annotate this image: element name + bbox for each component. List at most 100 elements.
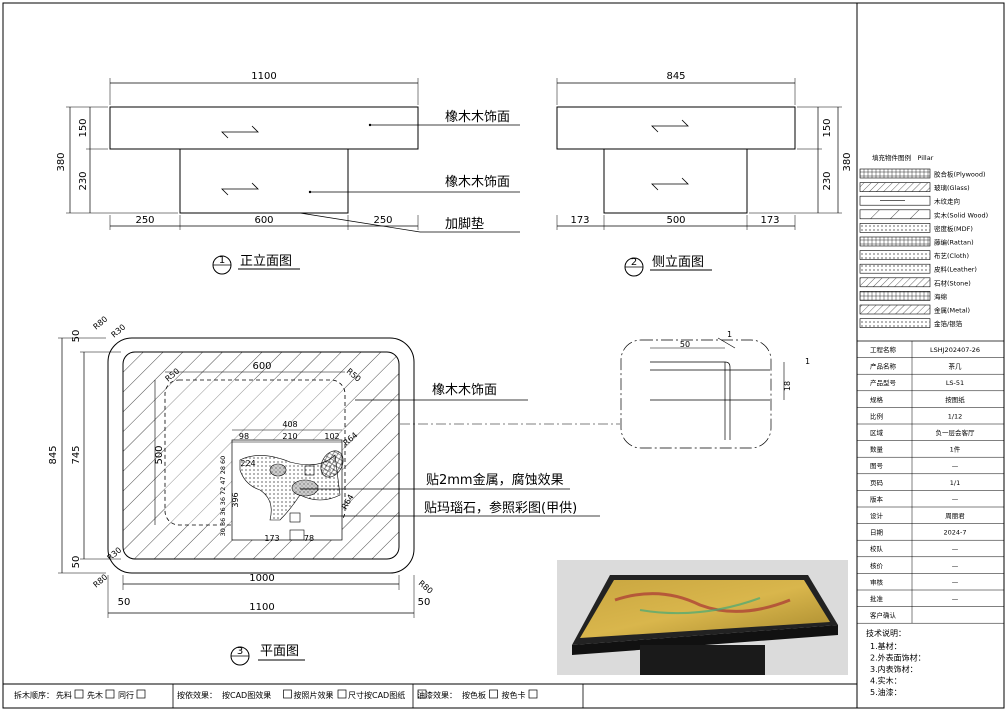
plan-view: 1000 1100 50 50 845 745 50 50 600 500 40…	[48, 315, 620, 666]
bottom-option-label: 按照片效果	[294, 690, 334, 700]
bottom-option-checkbox[interactable]	[105, 689, 115, 699]
legend-item: 藤编(Rattan)	[934, 238, 974, 247]
plan-r-br: R80	[417, 579, 435, 596]
front-label-foot: 加脚垫	[445, 216, 484, 232]
legend-item: 金箔/银箔	[934, 319, 963, 328]
plan-dim-left-top: 50	[71, 330, 82, 343]
side-dim-b2: 500	[666, 215, 685, 226]
front-dim-top: 1100	[251, 71, 276, 82]
legend-swatch	[859, 168, 931, 179]
bottom-option-label: 先料	[56, 690, 72, 700]
bottom-option-label: 按色卡	[502, 690, 526, 700]
legend-item: 木纹走向	[934, 197, 960, 206]
info-key: 批准	[870, 594, 884, 603]
plan-dim-173: 173	[264, 534, 279, 543]
tech-note-line: 2.外表面饰材：	[870, 653, 926, 663]
side-num: 2	[631, 257, 637, 268]
info-value: 1/1	[950, 479, 960, 487]
legend-swatch	[859, 236, 931, 247]
legend-item: 实木(Solid Wood)	[934, 210, 988, 219]
bottom-option-checkbox[interactable]	[528, 689, 538, 699]
legend-swatch	[859, 318, 931, 328]
plan-r-tl: R80	[92, 315, 110, 332]
bottom-option-label: 按色板	[462, 690, 486, 700]
side-dim-h-base: 230	[822, 171, 833, 190]
legend-title: 填充物件图例 Pillar	[872, 153, 934, 162]
plan-dim-408: 408	[282, 420, 297, 429]
info-value: 周丽君	[945, 512, 965, 520]
tech-note-line: 4.实木：	[870, 676, 902, 686]
tech-note-line: 1.基材：	[870, 641, 902, 651]
side-view: 845 380 150 230 173 500 173 2 侧立面图	[556, 71, 853, 277]
front-label-base: 橡木木饰面	[445, 175, 510, 190]
bottom-option-checkbox[interactable]	[489, 689, 498, 699]
plan-dim-left-chain: 30 36 36 36 72 47 28 60	[219, 456, 227, 537]
plan-dim-bottom-right: 50	[418, 597, 431, 608]
legend-item: 布艺(Cloth)	[934, 251, 969, 260]
front-label-top: 橡木木饰面	[445, 110, 510, 125]
plan-dim-bottom-left: 50	[118, 597, 131, 608]
legend-item: 密度板(MDF)	[934, 224, 973, 233]
plan-dim-bottom-total: 1100	[249, 602, 274, 613]
plan-dim-102: 102	[324, 432, 339, 441]
product-photo	[557, 560, 848, 675]
legend-swatch	[859, 182, 931, 192]
bottom-option-checkbox[interactable]	[283, 689, 292, 699]
bottom-sec1-title: 拆木顺序：	[14, 690, 54, 700]
bottom-option-checkbox[interactable]	[337, 689, 347, 699]
side-dim-h-total: 380	[842, 152, 853, 171]
front-dim-h-base: 230	[78, 171, 89, 190]
info-value: 负一层会客厅	[936, 428, 976, 437]
plan-dim-210: 210	[282, 432, 297, 441]
info-key: 校队	[870, 544, 884, 553]
info-key: 版本	[870, 494, 884, 503]
legend-swatch	[859, 277, 931, 288]
plan-label-agate: 贴玛瑙石，参照彩图(甲供)	[424, 500, 577, 516]
plan-dim-left-inner: 745	[71, 445, 82, 464]
plan-num: 3	[237, 646, 243, 657]
plan-r-tl2: R30	[110, 323, 128, 340]
bottom-option-label: 先木	[87, 690, 103, 700]
info-value: —	[952, 562, 959, 570]
info-value: —	[952, 545, 959, 553]
front-view: 1100 380 150 230 250 600 250 橡木木饰面 橡木木饰面…	[56, 71, 520, 275]
side-dim-top: 845	[666, 71, 685, 82]
bottom-sec2-title: 按依效果：	[177, 690, 217, 700]
side-dim-h-top: 150	[822, 118, 833, 137]
legend-item: 石材(Stone)	[934, 278, 971, 287]
legend-item: 金属(Metal)	[934, 306, 970, 315]
detail-dim-1-right: 1	[805, 357, 810, 366]
side-dim-b1: 173	[570, 215, 589, 226]
edge-detail: 50 1 1 18	[620, 330, 810, 449]
plan-dim-left-total: 845	[48, 445, 59, 464]
legend-swatch	[859, 223, 931, 233]
legend-swatch	[859, 263, 931, 274]
front-dim-h-top: 150	[78, 118, 89, 137]
plan-dim-78: 78	[304, 534, 314, 543]
plan-dim-224: 224	[240, 459, 255, 468]
info-value: 按图纸	[945, 395, 965, 404]
plan-label-metal: 贴2mm金属，腐蚀效果	[426, 472, 564, 488]
info-key: 日期	[870, 529, 884, 537]
plan-dim-98: 98	[239, 432, 249, 441]
plan-label-wood: 橡木木饰面	[432, 383, 497, 398]
info-value: 1件	[950, 445, 961, 454]
bottom-option-checkbox[interactable]	[74, 689, 84, 699]
info-value: 1/12	[948, 412, 963, 420]
detail-dim-1-top: 1	[727, 330, 732, 339]
info-key: 比例	[870, 411, 883, 420]
info-key: 图号	[870, 462, 884, 470]
front-dim-h-total: 380	[56, 152, 67, 171]
front-num: 1	[219, 255, 225, 266]
side-title: 侧立面图	[652, 255, 704, 270]
info-key: 客户确认	[870, 611, 897, 620]
bottom-option-checkbox[interactable]	[417, 689, 427, 699]
detail-dim-50: 50	[680, 340, 690, 349]
bottom-sec3-title: 油漆效果：	[417, 690, 457, 700]
tech-note-line: 5.油漆：	[870, 687, 902, 697]
bottom-option-checkbox[interactable]	[136, 689, 146, 699]
side-dim-b3: 173	[760, 215, 779, 226]
